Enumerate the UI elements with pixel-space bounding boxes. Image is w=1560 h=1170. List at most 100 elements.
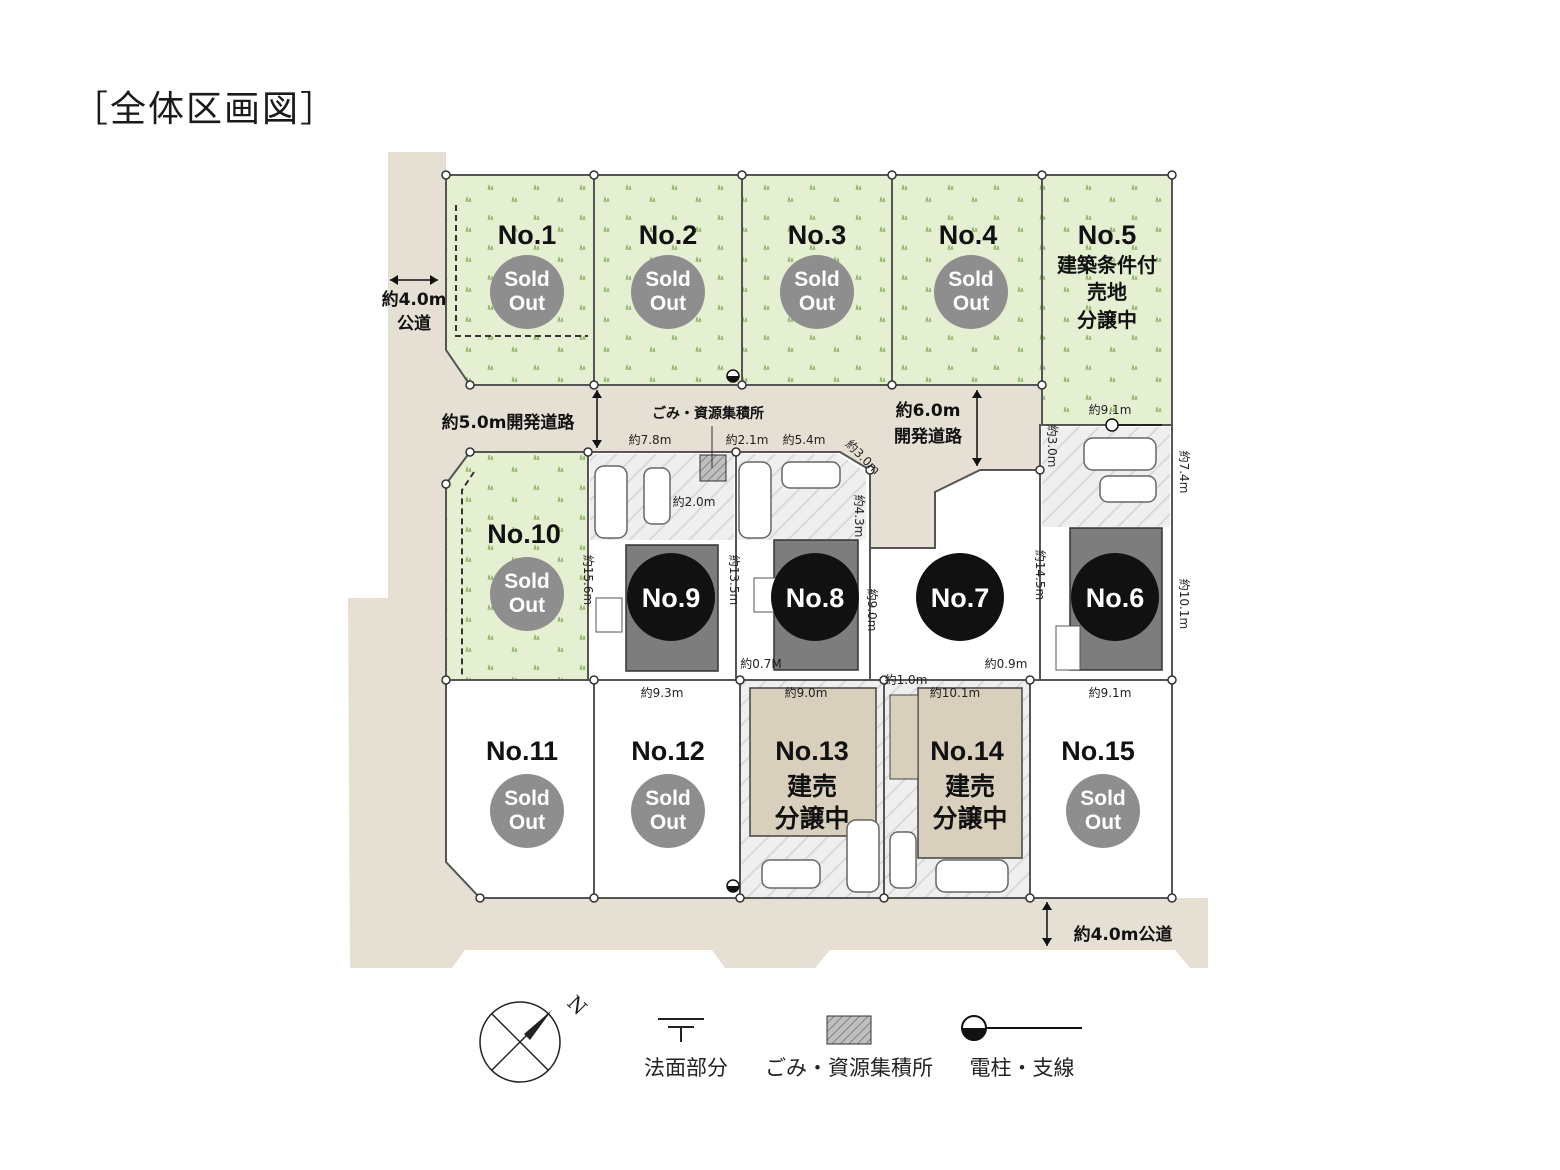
lot-note-no5-1: 建築条件付 xyxy=(1057,253,1157,277)
car-icon xyxy=(846,819,880,893)
roads xyxy=(348,152,1208,968)
lot-names: No.1 No.2 No.3 No.4 No.5 建築条件付 売地 分譲中 No… xyxy=(486,220,1157,833)
dim-label: 約7.4m xyxy=(1177,451,1192,494)
lot-label-no10: No.10 xyxy=(487,519,561,549)
lot-label-no2: No.2 xyxy=(639,220,698,250)
slope-line-no1 xyxy=(455,205,588,337)
boundary-markers xyxy=(441,170,1177,903)
lot-note-no5-3: 分譲中 xyxy=(1077,308,1137,332)
dim-label: 約9.3m xyxy=(641,685,684,700)
car-icon xyxy=(738,461,772,539)
legend: N 法面部分 ごみ・資源集積所 電柱・支線 xyxy=(479,991,1082,1083)
dim-label: 約0.9m xyxy=(985,656,1028,671)
lot-circles xyxy=(627,553,1159,641)
legend-garbage-label: ごみ・資源集積所 xyxy=(765,1056,933,1080)
legend-garbage: ごみ・資源集積所 xyxy=(765,1015,933,1080)
south-road: 約4.0m公道 xyxy=(1074,924,1173,945)
lot-label-no8: No.8 xyxy=(786,583,845,613)
lot-note-no13-1: 建売 xyxy=(787,772,837,801)
dim-label: 約2.1m xyxy=(726,432,769,447)
dev-road-6m-width: 約6.0m xyxy=(896,400,961,421)
car-icon xyxy=(1083,437,1157,471)
legend-slope-label: 法面部分 xyxy=(644,1056,728,1080)
west-road-width: 約4.0m xyxy=(382,289,447,310)
lot-label-no6: No.6 xyxy=(1086,583,1145,613)
page-title: ［全体区画図］ xyxy=(72,89,339,130)
legend-pole-label: 電柱・支線 xyxy=(970,1056,1075,1080)
dim-label: 約0.7M xyxy=(740,656,781,671)
car-icon xyxy=(761,859,821,889)
dim-label: 約1.0m xyxy=(885,672,928,687)
building-no13 xyxy=(749,687,877,837)
lot-label-no4: No.4 xyxy=(939,220,998,250)
lot-label-no14: No.14 xyxy=(930,736,1004,766)
car-icon xyxy=(889,831,917,889)
car-icon xyxy=(643,467,671,525)
parked-cars xyxy=(594,437,1157,893)
dim-label: 約2.0m xyxy=(673,494,716,509)
lot-label-no7: No.7 xyxy=(931,583,990,613)
lot-label-no5: No.5 xyxy=(1078,220,1137,250)
deck-no9 xyxy=(595,597,623,633)
dim-label: 約4.3m xyxy=(852,495,867,538)
building-no14 xyxy=(917,687,1023,859)
lot-label-no9: No.9 xyxy=(642,583,701,613)
lot-label-no15: No.15 xyxy=(1061,736,1135,766)
lot-label-no3: No.3 xyxy=(788,220,847,250)
road-labels: 約4.0m 公道 約5.0m開発道路 約6.0m 開発道路 約4.0m公道 ごみ… xyxy=(382,275,1173,946)
car-icon xyxy=(935,859,1009,893)
dim-label: 約10.1m xyxy=(930,685,980,700)
legend-pole: 電柱・支線 xyxy=(961,1015,1082,1080)
lot-label-no12: No.12 xyxy=(631,736,705,766)
north-west-strip xyxy=(348,598,388,968)
deck-no6 xyxy=(1055,625,1081,671)
annex-no14 xyxy=(889,694,919,780)
dev-road-6m-type: 開発道路 xyxy=(894,426,963,447)
dim-label: 約15.6m xyxy=(581,555,596,605)
utility-pole-icon xyxy=(1105,418,1119,432)
dim-label: 約9.0m xyxy=(785,685,828,700)
bottom-row-lots xyxy=(445,679,1173,899)
lot-label-no1: No.1 xyxy=(498,220,557,250)
garbage-collection-point xyxy=(699,454,727,482)
dev-road-5m: 約5.0m開発道路 xyxy=(442,412,576,433)
car-icon xyxy=(594,465,628,539)
lot-note-no13-2: 分譲中 xyxy=(774,804,849,833)
compass-north-label: N xyxy=(562,991,591,1020)
west-road-type: 公道 xyxy=(397,313,431,334)
dim-label: 約9.0m xyxy=(865,589,880,632)
car-icon xyxy=(781,461,841,489)
dim-label: 約7.8m xyxy=(629,432,672,447)
lot-note-no5-2: 売地 xyxy=(1087,280,1127,304)
compass: N xyxy=(479,991,592,1083)
legend-slope: 法面部分 xyxy=(644,1018,728,1080)
utility-poles xyxy=(726,369,1162,893)
dim-label: 約14.5m xyxy=(1033,550,1048,600)
dim-label: 約10.1m xyxy=(1177,579,1192,629)
lot-note-no14-2: 分譲中 xyxy=(932,804,1007,833)
dim-label: 約13.5m xyxy=(727,555,742,605)
dim-label: 約9.1m xyxy=(1089,402,1132,417)
lot-label-no11: No.11 xyxy=(486,736,558,766)
garbage-point-label: ごみ・資源集積所 xyxy=(652,405,764,422)
car-icon xyxy=(1099,475,1157,503)
dim-label: 約9.1m xyxy=(1089,685,1132,700)
